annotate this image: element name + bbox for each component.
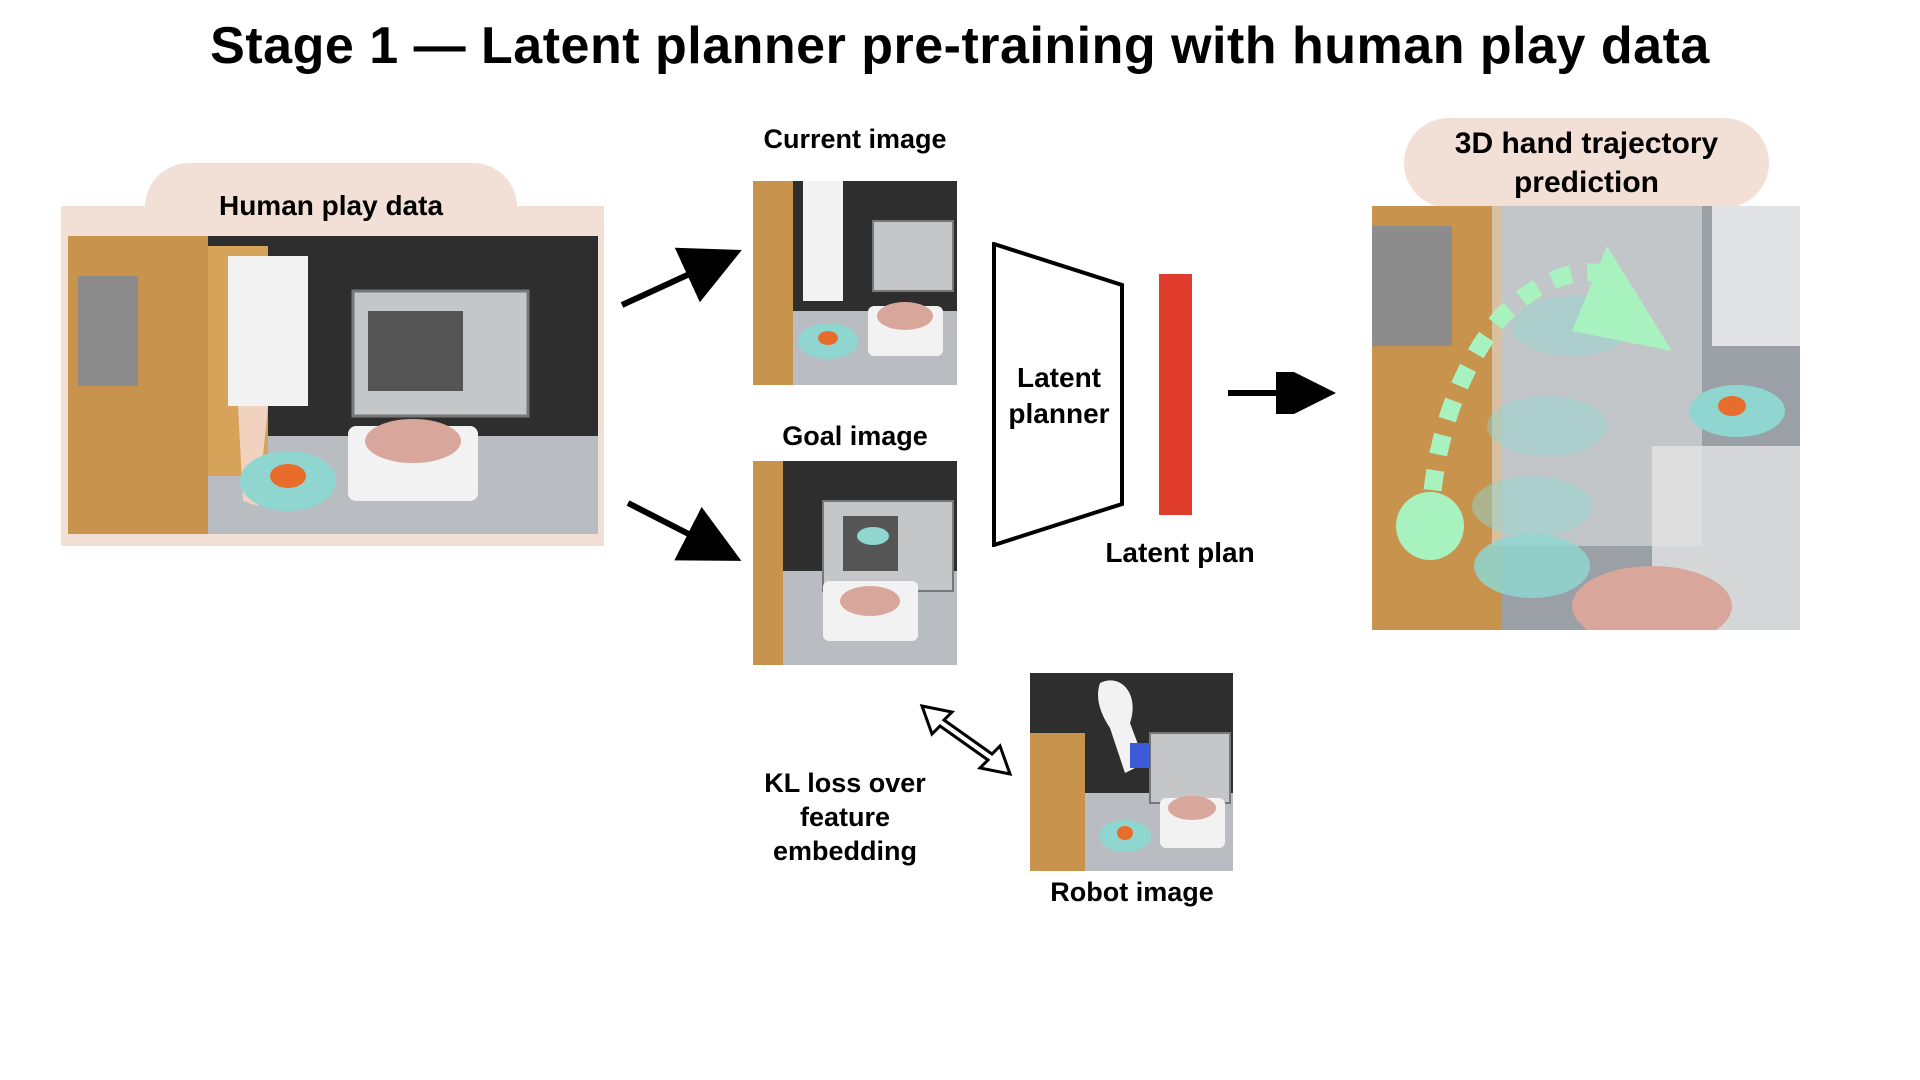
diagram-title: Stage 1 — Latent planner pre-training wi… <box>210 17 1710 75</box>
human-play-data-label: Human play data <box>218 190 444 221</box>
prediction-line2: prediction <box>1513 166 1659 199</box>
arrow-to-prediction <box>1228 372 1336 414</box>
prediction-line1: 3D hand trajectory <box>1454 127 1719 160</box>
kl-loss-label: KL loss over feature embedding <box>735 766 955 868</box>
kl-line1: KL loss over <box>764 768 926 798</box>
kl-double-arrow <box>919 704 1013 776</box>
robot-image-photo <box>1030 673 1233 871</box>
prediction-photo <box>1372 206 1800 630</box>
current-image-photo <box>753 181 957 385</box>
prediction-label: 3D hand trajectory prediction <box>1404 124 1769 202</box>
latent-planner-line2: planner <box>1008 398 1110 429</box>
human-play-photo <box>68 236 598 534</box>
latent-plan-bar <box>1159 274 1192 515</box>
arrow-to-goal-image <box>626 500 742 561</box>
latent-planner-line1: Latent <box>1017 362 1101 393</box>
latent-planner-label: Latent planner <box>992 360 1126 432</box>
prediction-label-pill <box>1404 118 1769 208</box>
kl-line3: embedding <box>772 836 917 866</box>
goal-image-photo <box>753 461 957 665</box>
arrows-to-images <box>620 247 742 561</box>
goal-image-label: Goal image <box>782 421 928 451</box>
kl-line2: feature <box>799 802 891 832</box>
arrow-to-current-image <box>620 247 742 308</box>
current-image-label: Current image <box>763 124 947 154</box>
latent-plan-label: Latent plan <box>1105 537 1255 568</box>
robot-image-label: Robot image <box>1050 877 1214 907</box>
latent-planner-block <box>992 242 1124 547</box>
